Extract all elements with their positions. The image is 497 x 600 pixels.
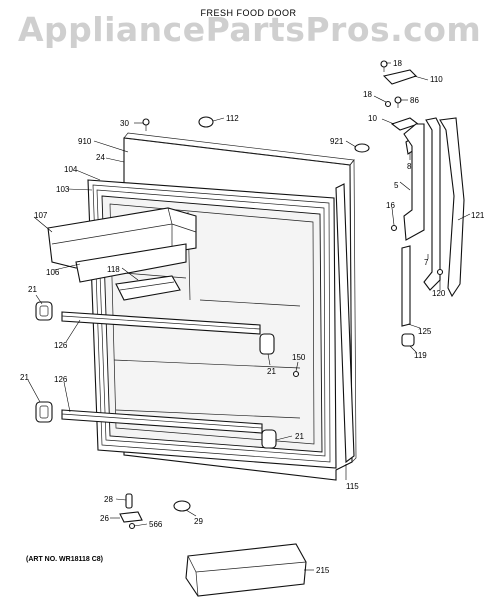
callout-86: 86 bbox=[410, 96, 419, 105]
callout-21c: 21 bbox=[20, 373, 29, 382]
callout-5: 5 bbox=[394, 181, 399, 190]
callout-28: 28 bbox=[104, 495, 113, 504]
callout-118: 118 bbox=[107, 265, 120, 274]
handle-screw-120 bbox=[436, 268, 444, 276]
callout-8: 8 bbox=[407, 162, 412, 171]
cam-119 bbox=[401, 333, 415, 347]
callout-150: 150 bbox=[292, 353, 306, 362]
end-cap-lower-left bbox=[35, 401, 53, 423]
callout-18a: 18 bbox=[393, 59, 402, 68]
end-cap-upper-right bbox=[259, 333, 275, 355]
hinge-top bbox=[382, 69, 418, 85]
callout-21d: 21 bbox=[295, 432, 304, 441]
callout-26: 26 bbox=[100, 514, 109, 523]
door-stop-112 bbox=[198, 116, 214, 128]
callout-921: 921 bbox=[330, 137, 344, 146]
leader-lines bbox=[27, 62, 471, 571]
callout-10: 10 bbox=[368, 114, 377, 123]
callout-120: 120 bbox=[432, 289, 446, 298]
hinge-screw-86 bbox=[394, 96, 402, 108]
callout-121: 121 bbox=[471, 211, 485, 220]
callout-119: 119 bbox=[414, 351, 427, 360]
callout-24: 24 bbox=[96, 153, 105, 162]
callout-21a: 21 bbox=[28, 285, 37, 294]
hinge-screw-18a bbox=[380, 60, 388, 72]
callout-labels: 18 110 18 86 10 30 112 910 921 24 8 104 … bbox=[20, 59, 485, 575]
callout-7: 7 bbox=[424, 258, 429, 267]
callout-21b: 21 bbox=[267, 367, 276, 376]
pin-28 bbox=[125, 493, 133, 509]
handle-trim-7 bbox=[423, 117, 441, 291]
butter-tray bbox=[115, 275, 181, 301]
cap-29 bbox=[173, 500, 191, 512]
watermark: AppliancePartsPros.com bbox=[18, 10, 482, 49]
door-seal-strip bbox=[335, 183, 355, 464]
callout-566: 566 bbox=[149, 520, 163, 529]
shelf-bar-upper bbox=[61, 311, 261, 335]
art-number: (ART NO. WR18118 C8) bbox=[26, 556, 104, 563]
callout-910: 910 bbox=[78, 137, 92, 146]
bracket-26 bbox=[119, 511, 143, 523]
end-cap-lower-right bbox=[261, 429, 277, 449]
screw-566 bbox=[128, 522, 136, 530]
bottle-shelf-215 bbox=[185, 543, 307, 597]
callout-112: 112 bbox=[226, 114, 239, 123]
hinge-screw-18b bbox=[384, 100, 392, 108]
diagram-title: FRESH FOOD DOOR bbox=[200, 8, 297, 18]
handle-body-5 bbox=[403, 123, 425, 241]
callout-18b: 18 bbox=[363, 90, 372, 99]
handle-insert-125 bbox=[401, 245, 411, 327]
screw-30 bbox=[142, 118, 150, 131]
callout-29: 29 bbox=[194, 517, 203, 526]
callout-107: 107 bbox=[34, 211, 48, 220]
callout-104: 104 bbox=[64, 165, 78, 174]
callout-115: 115 bbox=[346, 482, 359, 491]
screw-150 bbox=[292, 370, 300, 378]
callout-30: 30 bbox=[120, 119, 129, 128]
callout-103: 103 bbox=[56, 185, 70, 194]
handle-cover-121 bbox=[439, 117, 465, 298]
callout-126a: 126 bbox=[54, 341, 68, 350]
end-cap-upper-left bbox=[35, 301, 53, 321]
callout-16: 16 bbox=[386, 201, 395, 210]
callout-126b: 126 bbox=[54, 375, 68, 384]
callout-125: 125 bbox=[418, 327, 432, 336]
handle-cap-921 bbox=[354, 143, 370, 153]
callout-215: 215 bbox=[316, 566, 330, 575]
handle-screw-16 bbox=[390, 224, 398, 232]
dairy-bin bbox=[75, 243, 187, 283]
callout-110: 110 bbox=[430, 75, 443, 84]
callout-106: 106 bbox=[46, 268, 60, 277]
